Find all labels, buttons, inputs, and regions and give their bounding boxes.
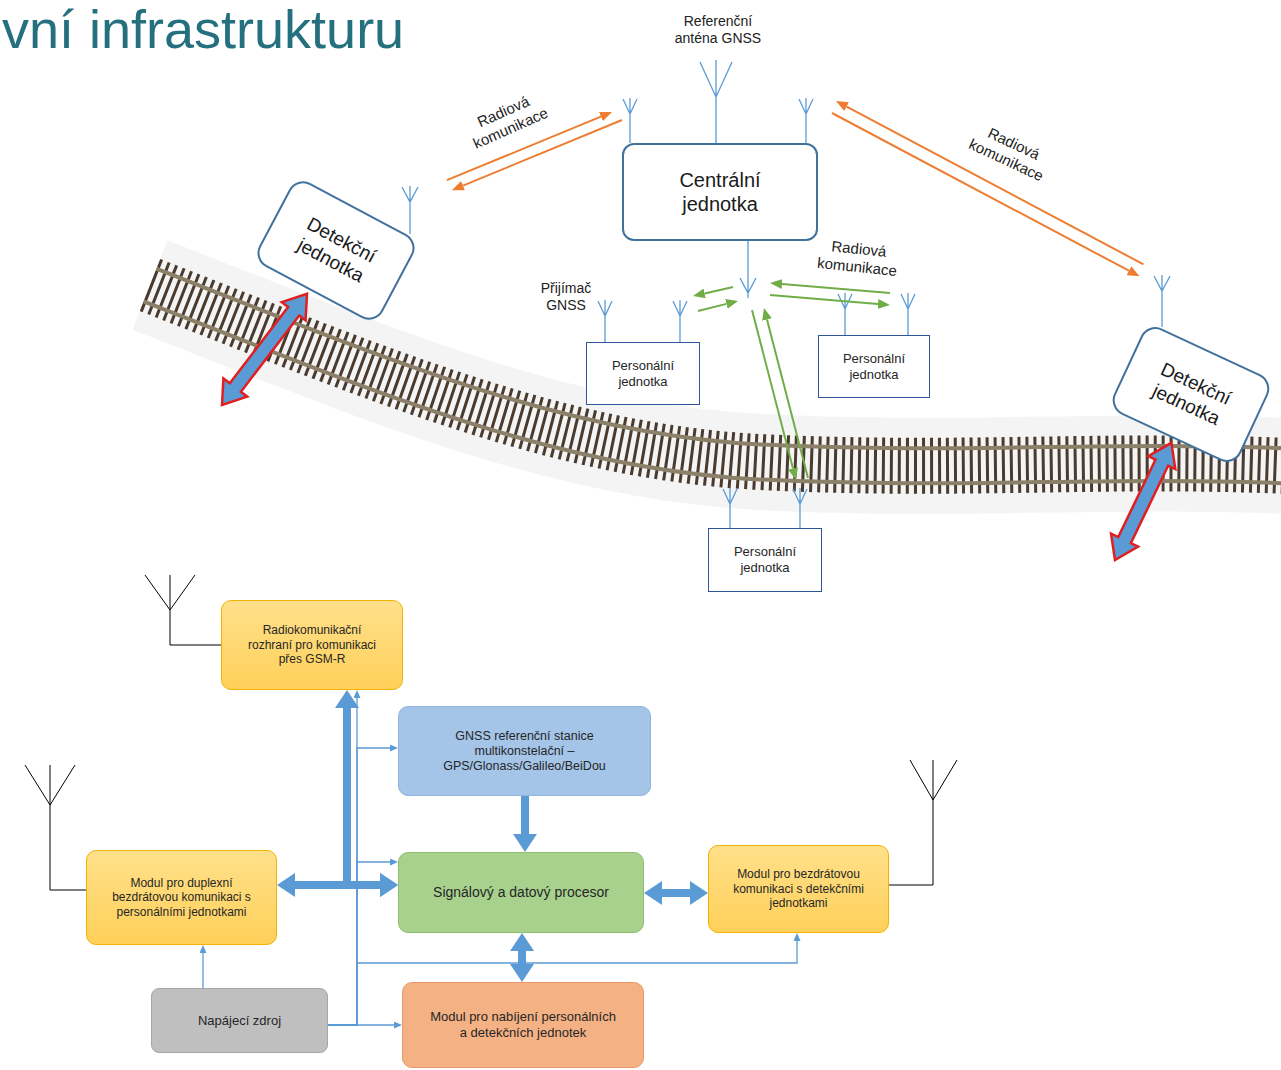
- personal-unit-box: Personální jednotka: [586, 342, 700, 405]
- connector-line: [847, 107, 1144, 265]
- track-rails: [150, 285, 1281, 466]
- connector: [203, 953, 204, 988]
- antenna-wire: [889, 760, 957, 885]
- connector-line: [328, 862, 390, 1025]
- edge-label: Radiová komunikace: [449, 81, 564, 159]
- connector-line: [347, 708, 380, 885]
- node-text: Radiokomunikační rozhraní pro komunikaci…: [239, 623, 385, 666]
- connector: [522, 951, 523, 964]
- receiver-label: Přijímač GNSS: [526, 280, 606, 314]
- antenna-symbol: [838, 293, 852, 335]
- antenna-symbol: [799, 98, 813, 143]
- module-box: Modul pro bezdrátovou komunikaci s detek…: [708, 845, 889, 933]
- module-box: Radiokomunikační rozhraní pro komunikaci…: [221, 600, 403, 690]
- connector: [328, 698, 357, 1025]
- edge-label: Radiová komunikace: [953, 112, 1068, 191]
- antenna-wire: [145, 575, 221, 645]
- connector-line: [698, 304, 726, 311]
- antenna-symbol: [623, 98, 637, 143]
- antenna-symbol: [402, 186, 418, 234]
- gnss-station-box: GNSS referenční stanice multikonstelační…: [398, 706, 651, 796]
- connector-line: [767, 320, 808, 478]
- power-supply-box: Napájecí zdroj: [151, 988, 328, 1053]
- node-text: Personální jednotka: [828, 351, 920, 382]
- connector-line: [518, 951, 526, 964]
- antenna-symbol: [793, 488, 807, 528]
- node-text: GNSS referenční stanice multikonstelační…: [430, 729, 619, 774]
- node-text: Modul pro duplexní bezdrátovou komunikac…: [106, 876, 257, 919]
- node-text: Centrální jednotka: [648, 168, 792, 216]
- track-sleepers: [150, 285, 1281, 466]
- module-box: Modul pro duplexní bezdrátovou komunikac…: [86, 850, 277, 945]
- connector: [328, 862, 390, 1025]
- processor-box: Signálový a datový procesor: [398, 852, 644, 933]
- connector: [525, 796, 526, 834]
- antenna-wire: [25, 765, 86, 890]
- node-text: Napájecí zdroj: [167, 1013, 312, 1029]
- node-text: Modul pro bezdrátovou komunikaci s detek…: [726, 867, 871, 910]
- connector-line: [752, 310, 793, 468]
- connector-line: [662, 889, 690, 897]
- node-text: Personální jednotka: [718, 544, 812, 575]
- connector: [328, 1025, 394, 1026]
- detection-range-arrow: [1101, 436, 1184, 566]
- edge-label: Radiová komunikace: [801, 234, 914, 281]
- node-text: Detekční jednotka: [1132, 351, 1249, 438]
- connector: [328, 748, 390, 1025]
- node-text: Signálový a datový procesor: [414, 884, 628, 901]
- antenna-symbol: [700, 60, 732, 143]
- personal-unit-box: Personální jednotka: [708, 528, 822, 592]
- antenna-symbol: [673, 300, 687, 342]
- antenna-symbol: [723, 488, 737, 528]
- node-text: Detekční jednotka: [278, 205, 395, 296]
- personal-unit-box: Personální jednotka: [818, 335, 930, 398]
- node-text: Personální jednotka: [596, 358, 690, 389]
- connector-line: [328, 1024, 394, 1025]
- connector: [752, 310, 808, 478]
- page-heading: vní infrastrukturu: [2, 0, 404, 60]
- connector-line: [202, 953, 203, 988]
- antenna-label: Referenční anténa GNSS: [663, 13, 773, 47]
- node-text: Modul pro nabíjení personálních a detekč…: [430, 1009, 616, 1040]
- connector-line: [705, 287, 733, 293]
- detection-range-arrow: [210, 285, 319, 414]
- central-unit-box: Centrální jednotka: [622, 143, 818, 241]
- connector-line: [328, 748, 390, 1025]
- antenna-group: [402, 60, 1170, 528]
- connector: [347, 708, 380, 885]
- connector-line: [782, 284, 890, 293]
- charging-module-box: Modul pro nabíjení personálních a detekč…: [402, 982, 644, 1068]
- antenna-symbol: [740, 241, 756, 298]
- connector: [698, 287, 733, 311]
- antenna-group: [25, 575, 957, 890]
- connector: [770, 284, 890, 304]
- connector: [662, 893, 690, 894]
- antenna-symbol: [598, 300, 612, 342]
- antenna-symbol: [1154, 275, 1170, 327]
- track-ground: [150, 285, 1281, 466]
- antenna-symbol: [901, 293, 915, 335]
- connector-line: [770, 295, 878, 304]
- connector-line: [521, 796, 529, 834]
- connector-line: [328, 698, 357, 1025]
